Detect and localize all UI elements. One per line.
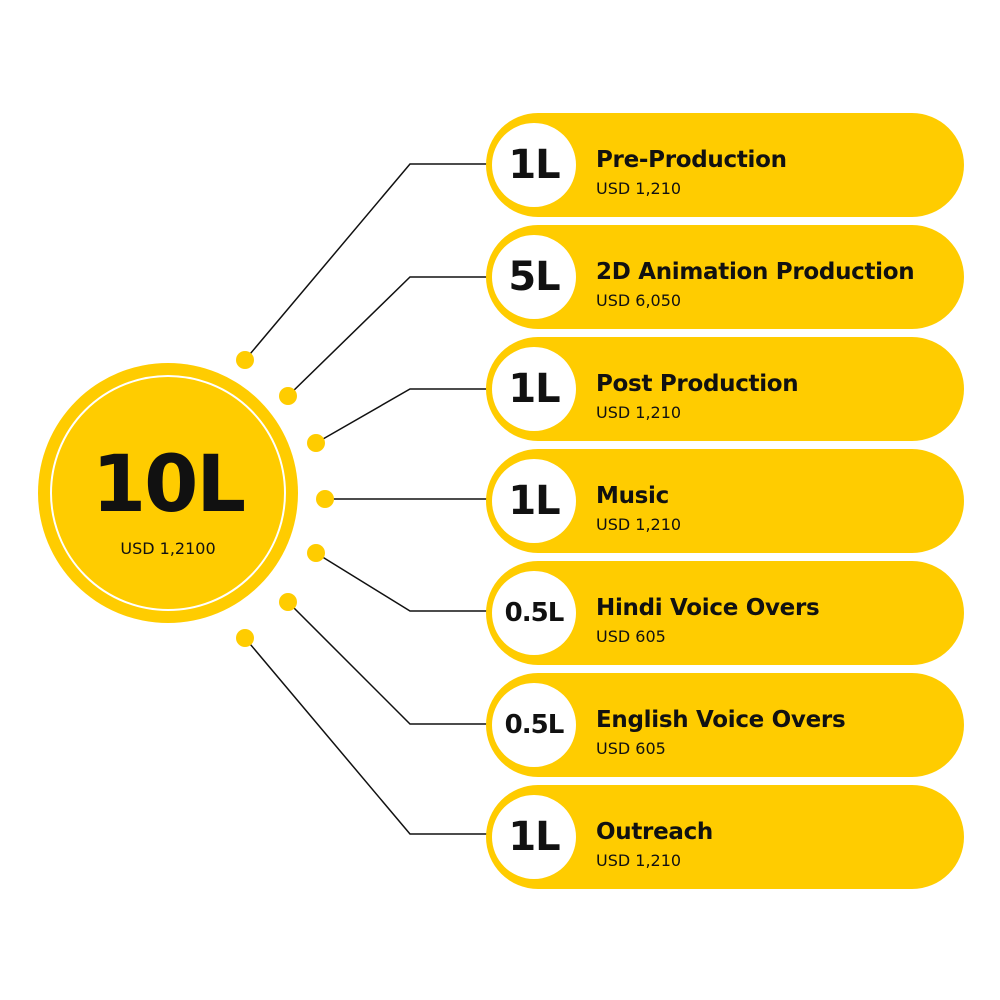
connector-dot [307, 434, 325, 452]
total-budget-ring [50, 375, 286, 611]
budget-item-usd: USD 1,210 [596, 403, 682, 422]
connector-dot [279, 593, 297, 611]
connector-line [287, 276, 493, 397]
budget-item-usd: USD 605 [596, 627, 666, 646]
budget-item-usd: USD 1,210 [596, 515, 682, 534]
budget-item-usd: USD 1,210 [596, 851, 682, 870]
connector-line [244, 163, 493, 361]
connector-dot [279, 387, 297, 405]
budget-item-music: 1L Music USD 1,210 [486, 449, 964, 553]
connector-dot [236, 351, 254, 369]
budget-item-usd: USD 6,050 [596, 291, 682, 310]
budget-item-amount-badge: 0.5L [492, 683, 576, 767]
budget-item-amount-badge: 1L [492, 123, 576, 207]
budget-item-amount-badge: 1L [492, 459, 576, 543]
budget-item-title: Pre-Production [596, 147, 787, 173]
connector-line [315, 552, 493, 612]
budget-item-title: Outreach [596, 819, 713, 845]
budget-item-2d-animation: 5L 2D Animation Production USD 6,050 [486, 225, 964, 329]
total-budget-circle: 10L USD 1,2100 [38, 363, 298, 623]
budget-item-post-production: 1L Post Production USD 1,210 [486, 337, 964, 441]
total-budget-usd: USD 1,2100 [120, 539, 216, 558]
budget-item-amount-badge: 5L [492, 235, 576, 319]
budget-item-usd: USD 1,210 [596, 179, 682, 198]
budget-item-title: Music [596, 483, 669, 509]
total-budget-value: 10L [91, 440, 246, 530]
budget-item-outreach: 1L Outreach USD 1,210 [486, 785, 964, 889]
budget-item-title: Post Production [596, 371, 799, 397]
budget-item-english-voice-overs: 0.5L English Voice Overs USD 605 [486, 673, 964, 777]
connector-dot [316, 490, 334, 508]
connector-line [244, 637, 493, 835]
connector-line [315, 388, 493, 444]
connector-line [287, 601, 493, 725]
budget-item-title: Hindi Voice Overs [596, 595, 820, 621]
budget-item-amount-badge: 0.5L [492, 571, 576, 655]
budget-item-amount-badge: 1L [492, 795, 576, 879]
budget-item-title: 2D Animation Production [596, 259, 915, 285]
budget-item-amount-badge: 1L [492, 347, 576, 431]
budget-item-hindi-voice-overs: 0.5L Hindi Voice Overs USD 605 [486, 561, 964, 665]
budget-item-title: English Voice Overs [596, 707, 846, 733]
connector-dot [307, 544, 325, 562]
budget-item-usd: USD 605 [596, 739, 666, 758]
connector-dot [236, 629, 254, 647]
budget-item-pre-production: 1L Pre-Production USD 1,210 [486, 113, 964, 217]
